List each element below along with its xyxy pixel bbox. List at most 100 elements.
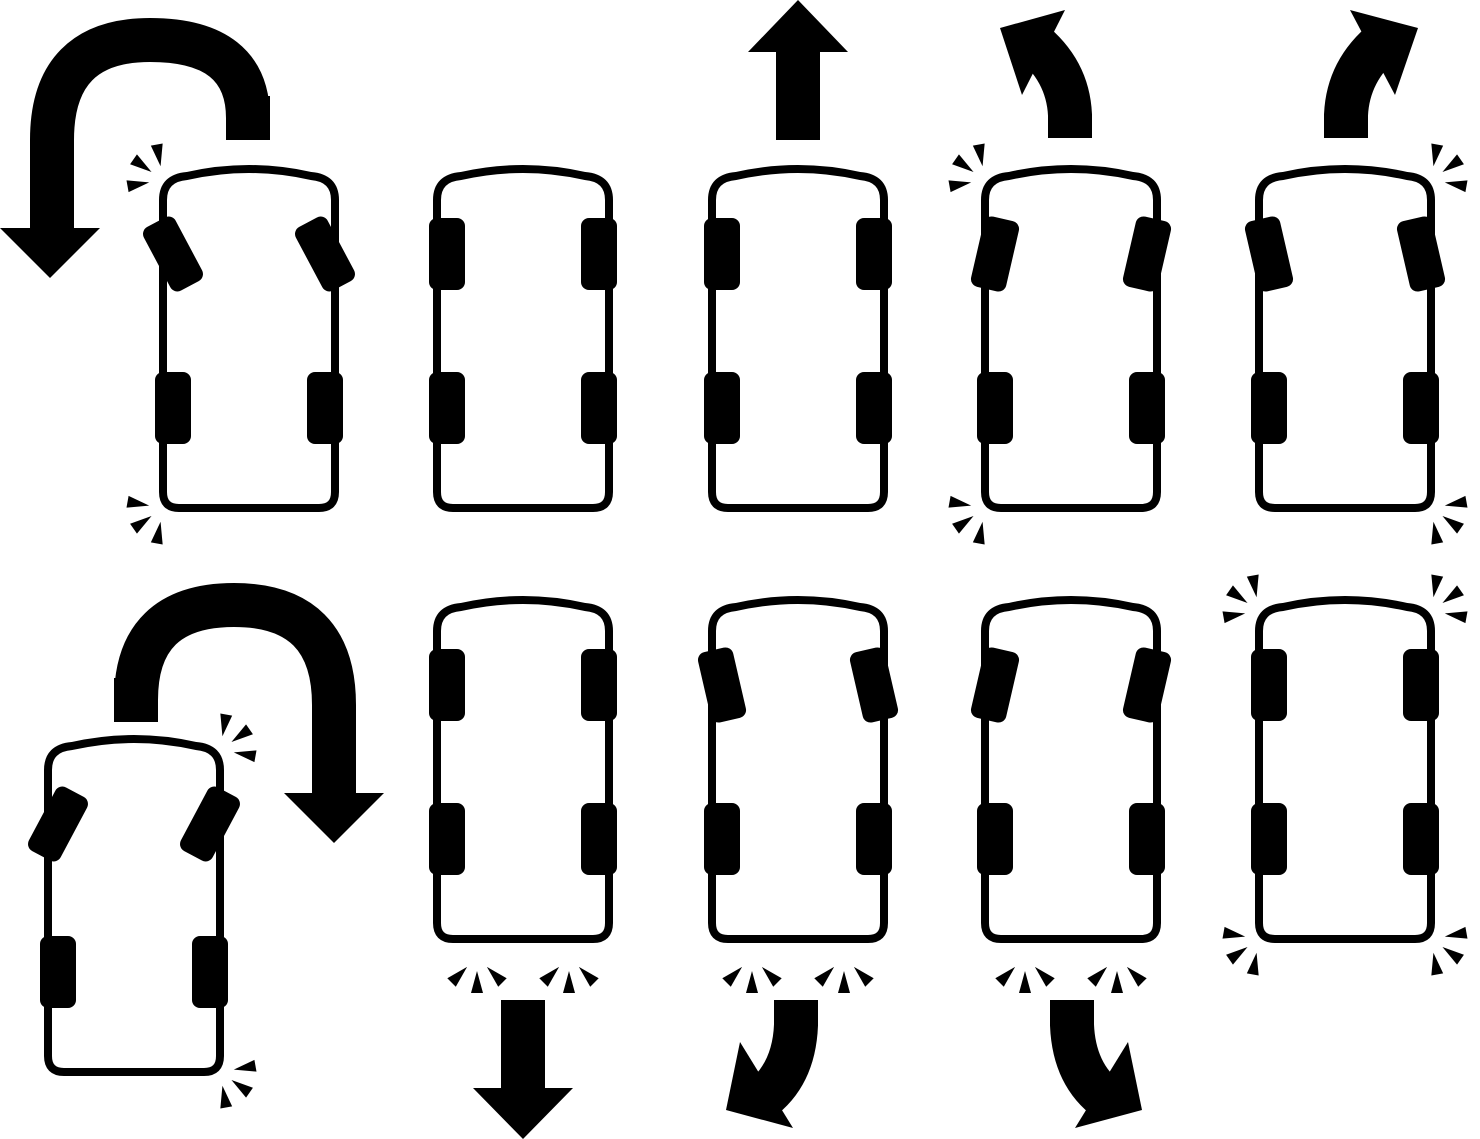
front-left-wheel — [429, 649, 465, 721]
front-right-wheel — [849, 647, 899, 723]
arrow-shaft — [776, 52, 820, 140]
spark-mark — [231, 1080, 253, 1098]
car-body — [1255, 596, 1435, 943]
spark-mark — [578, 966, 599, 987]
spark-mark — [1111, 971, 1123, 993]
spark-mark — [1226, 947, 1248, 965]
rear-left-wheel — [429, 803, 465, 875]
car-body — [1255, 165, 1435, 512]
rear-right-wheel — [581, 803, 617, 875]
spark-mark — [1444, 926, 1468, 939]
rear-right-wheel — [307, 372, 343, 444]
spark-mark — [1431, 143, 1444, 167]
spark-mark — [150, 143, 163, 167]
spark-mark — [1222, 611, 1246, 624]
spark-mark — [1226, 585, 1248, 603]
spark-mark — [1431, 952, 1444, 976]
rear-left-wheel — [40, 936, 76, 1008]
spark-mark — [1431, 521, 1444, 545]
front-left-wheel — [1244, 216, 1294, 292]
car-u-turn-left — [143, 165, 355, 512]
car-body — [433, 165, 613, 512]
right-front-indicator — [220, 713, 257, 763]
spark-mark — [1246, 952, 1259, 976]
rear-left-wheel — [155, 372, 191, 444]
car-forward-left — [970, 165, 1172, 512]
spark-mark — [539, 966, 560, 987]
rear-right-wheel — [1129, 372, 1165, 444]
front-right-wheel — [856, 218, 892, 290]
front-right-wheel — [180, 786, 240, 862]
spark-mark — [1442, 516, 1464, 534]
rear-left-wheel — [704, 372, 740, 444]
rear-right-wheel — [192, 936, 228, 1008]
car-body — [708, 165, 888, 512]
arrow-head — [748, 0, 848, 52]
car-body — [44, 735, 224, 1076]
spark-mark — [126, 495, 150, 508]
arrow-head — [0, 228, 100, 278]
car-reverse-left — [697, 596, 899, 943]
front-left-wheel — [429, 218, 465, 290]
car-parked — [429, 165, 617, 512]
arrow-head — [473, 1088, 573, 1139]
left-front-indicator — [1222, 574, 1259, 624]
spark-mark — [952, 154, 974, 172]
reverse-light-left — [722, 966, 782, 993]
front-right-wheel — [1122, 647, 1172, 723]
car-reverse — [429, 596, 617, 943]
front-right-wheel — [581, 218, 617, 290]
spark-mark — [948, 180, 972, 193]
car-u-turn-right — [28, 735, 240, 1076]
arrow-head — [1000, 10, 1065, 95]
spark-mark — [838, 971, 850, 993]
spark-mark — [722, 966, 743, 987]
arrow-head — [284, 793, 384, 843]
reverse-light-left — [447, 966, 507, 993]
spark-mark — [126, 180, 150, 193]
spark-mark — [447, 966, 468, 987]
u-turn-right-arrow-icon — [114, 582, 356, 795]
front-left-wheel — [697, 647, 747, 723]
spark-mark — [814, 966, 835, 987]
spark-mark — [1019, 971, 1031, 993]
right-front-indicator — [1431, 143, 1468, 193]
spark-mark — [761, 966, 782, 987]
spark-mark — [486, 966, 507, 987]
reverse-light-right — [814, 966, 874, 993]
spark-mark — [1222, 926, 1246, 939]
spark-mark — [471, 971, 483, 993]
spark-mark — [1442, 585, 1464, 603]
spark-mark — [1126, 966, 1147, 987]
spark-mark — [995, 966, 1016, 987]
rear-left-wheel — [977, 372, 1013, 444]
right-rear-indicator — [1431, 926, 1468, 976]
u-turn-left-arrow-icon — [29, 17, 270, 230]
spark-mark — [1034, 966, 1055, 987]
front-right-wheel — [1396, 216, 1446, 292]
rear-right-wheel — [1403, 372, 1439, 444]
car-hazard — [1251, 596, 1439, 943]
front-left-wheel — [970, 647, 1020, 723]
front-right-wheel — [1403, 649, 1439, 721]
spark-mark — [220, 1085, 233, 1109]
front-left-wheel — [143, 216, 203, 292]
left-rear-indicator — [126, 495, 163, 545]
front-right-wheel — [1122, 216, 1172, 292]
front-left-wheel — [704, 218, 740, 290]
car-body — [981, 596, 1161, 943]
rear-right-wheel — [581, 372, 617, 444]
spark-mark — [972, 143, 985, 167]
left-rear-indicator — [1222, 926, 1259, 976]
spark-mark — [1442, 154, 1464, 172]
car-body — [981, 165, 1161, 512]
right-rear-indicator — [1431, 495, 1468, 545]
rear-left-wheel — [977, 803, 1013, 875]
rear-left-wheel — [704, 803, 740, 875]
spark-mark — [952, 516, 974, 534]
spark-mark — [746, 971, 758, 993]
left-front-indicator — [948, 143, 985, 193]
spark-mark — [1087, 966, 1108, 987]
car-body — [159, 165, 339, 512]
